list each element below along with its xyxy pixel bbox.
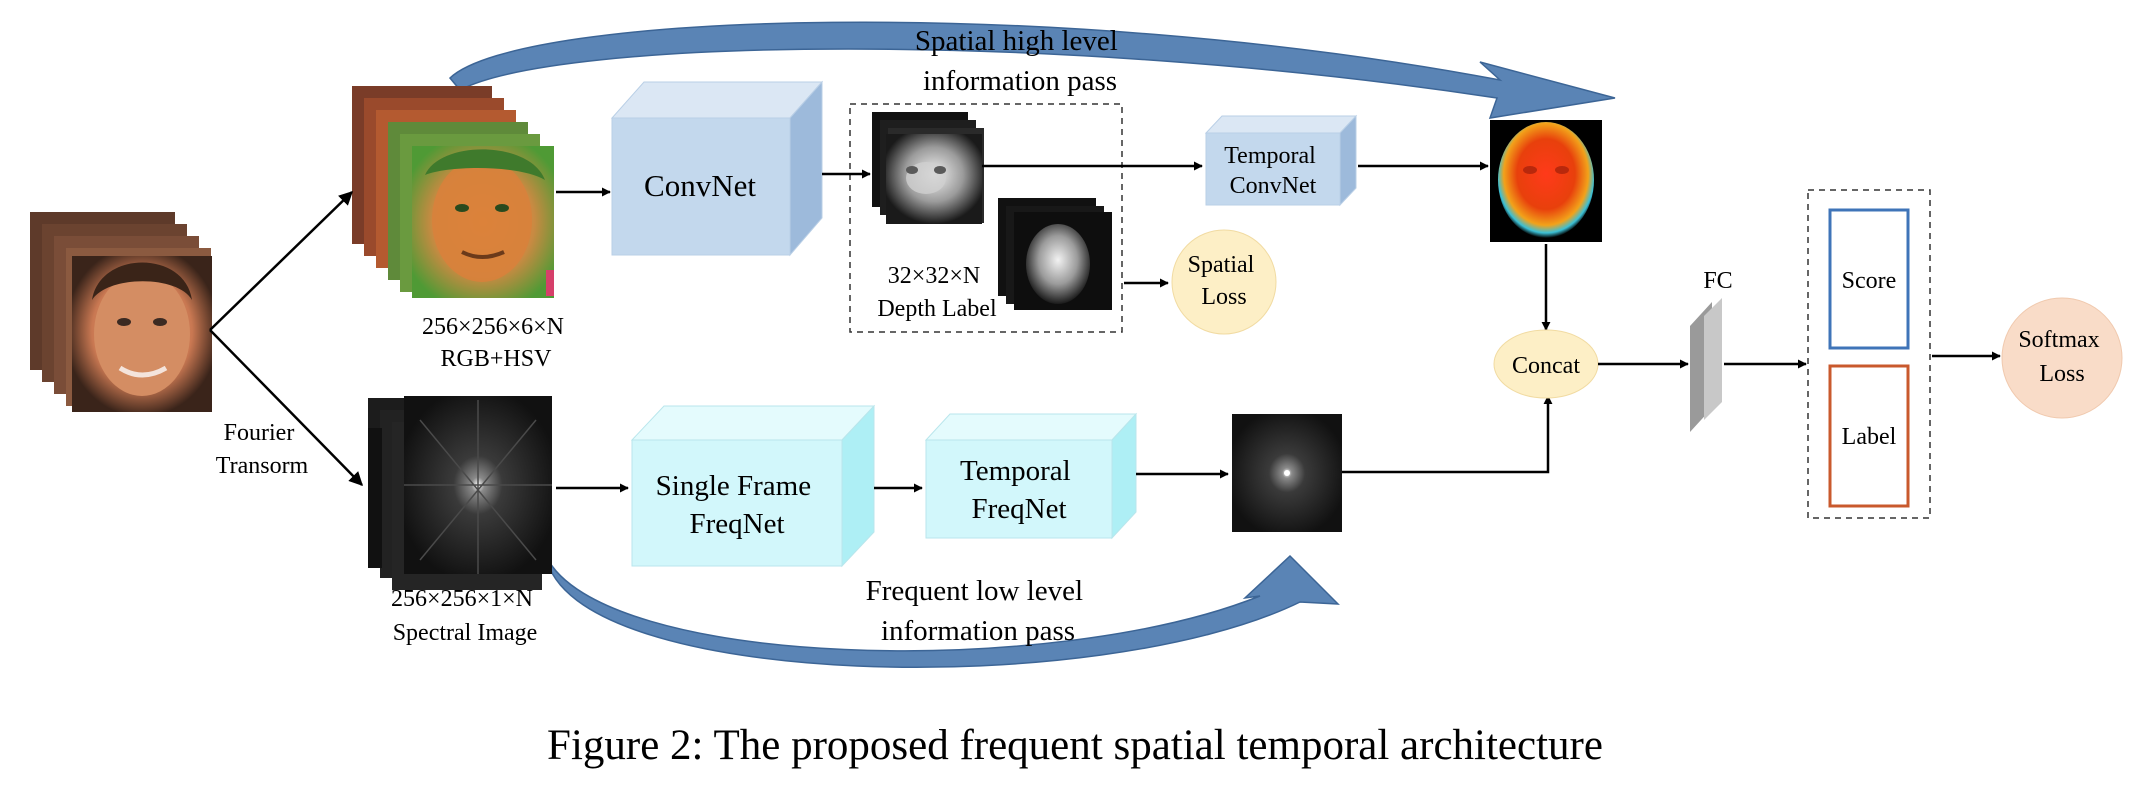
freq-pass-label-line2: information pass [881, 615, 1075, 647]
spatial-pass-label-line2: information pass [923, 65, 1117, 97]
temporal-freqnet-cube [924, 412, 1138, 540]
depth-label-stack [998, 198, 1112, 310]
score-label: Score [1842, 268, 1897, 294]
concat-label: Concat [1512, 353, 1580, 379]
svg-text:Fourier Transorm: Fourier Transorm [216, 420, 309, 479]
depth-label-size: 32×32×N [888, 263, 980, 289]
temporal-freqnet-line1: Temporal [960, 455, 1071, 487]
spatial-pass-arrow [448, 21, 1616, 119]
rgb-hsv-size-label: 256×256×6×N [422, 314, 564, 340]
spectral-type-label: Spectral Image [393, 620, 538, 646]
output-group-box [1807, 189, 1931, 519]
spectral-size-label: 256×256×1×N [391, 586, 533, 612]
rgb-hsv-type-label: RGB+HSV [441, 346, 553, 372]
svg-text:Temporal FreqNet: Temporal FreqNet [960, 455, 1078, 525]
spatial-feature-heatmap [1490, 120, 1602, 242]
fourier-label-line2: Transorm [216, 453, 309, 479]
softmax-loss-line1: Softmax [2018, 327, 2099, 353]
convnet-cube [610, 80, 824, 257]
figure-caption: Figure 2: The proposed frequent spatial … [547, 722, 1603, 769]
svg-text:Spatial Loss: Spatial Loss [1188, 252, 1261, 310]
svg-text:256×256×6×N RGB+HSV: 256×256×6×N RGB+HSV [422, 314, 570, 372]
spatial-loss-line2: Loss [1201, 284, 1246, 310]
label-box [1828, 364, 1910, 508]
svg-text:Temporal ConvNet: Temporal ConvNet [1224, 143, 1322, 199]
spatial-loss-node [1171, 229, 1277, 335]
svg-text:Softmax Loss: Softmax Loss [2018, 327, 2105, 387]
svg-text:Frequent low level informa: Frequent low level information pass [866, 575, 1091, 647]
input-face-stack [30, 212, 212, 412]
single-frame-freqnet-line1: Single Frame [656, 470, 811, 502]
svg-text:Single Frame FreqNet: Single Frame FreqNet [656, 470, 819, 540]
spatial-pass-label-line1: Spatial high level [915, 25, 1118, 57]
svg-text:32×32×N Depth Label: 32×32×N Depth Label [877, 263, 997, 322]
fc-label: FC [1703, 268, 1732, 294]
depth-map-group-box [849, 103, 1123, 333]
spectral-image-stack [368, 396, 552, 590]
score-box [1828, 208, 1910, 350]
label-label: Label [1842, 424, 1897, 450]
frequent-pass-arrow [545, 554, 1340, 669]
arrow-to-rgb [209, 191, 354, 331]
frequency-feature-map [1232, 414, 1342, 532]
predicted-depth-stack [872, 112, 984, 224]
temporal-convnet-cube [1204, 114, 1358, 207]
arrow-to-spectral [209, 329, 363, 486]
svg-text:Spatial high level informa: Spatial high level information pass [915, 25, 1125, 97]
spatial-loss-line1: Spatial [1188, 252, 1255, 278]
convnet-label: ConvNet [644, 168, 756, 203]
softmax-loss-line2: Loss [2039, 361, 2084, 387]
fc-layer [1690, 298, 1722, 432]
depth-label-name: Depth Label [877, 296, 997, 322]
svg-text:256×256×1×N Spectral Image: 256×256×1×N Spectral Image [391, 586, 539, 646]
fourier-label-line1: Fourier [224, 420, 295, 446]
freq-pass-label-line1: Frequent low level [866, 575, 1083, 607]
temporal-freqnet-line2: FreqNet [971, 493, 1066, 525]
rgb-hsv-stack [352, 86, 554, 298]
temporal-convnet-line2: ConvNet [1230, 173, 1317, 199]
softmax-loss-node [2001, 297, 2123, 419]
arrow-spectrum-to-concat [1342, 395, 1553, 474]
single-frame-freqnet-line2: FreqNet [689, 508, 784, 540]
single-frame-freqnet-cube [630, 404, 876, 568]
temporal-convnet-line1: Temporal [1224, 143, 1316, 169]
